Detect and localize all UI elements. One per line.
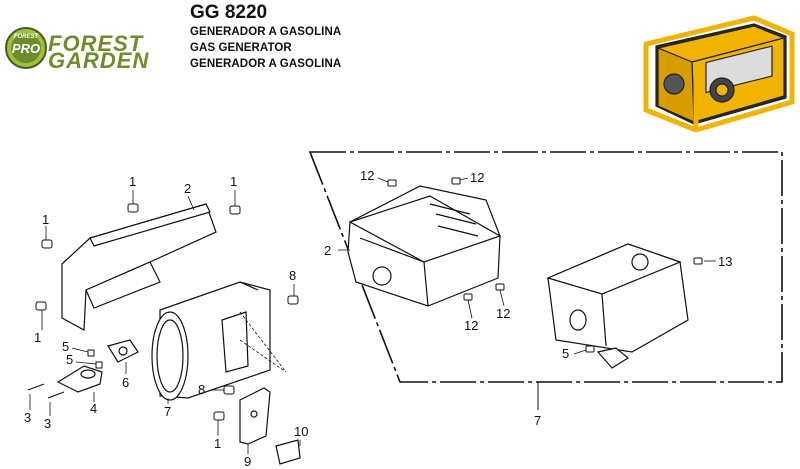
callout-3b: 3 xyxy=(44,416,51,431)
callout-2b: 2 xyxy=(324,243,331,258)
title-line-1: GENERADOR A GASOLINA xyxy=(190,26,342,38)
callout-1b: 1 xyxy=(230,174,237,189)
callout-7b: 7 xyxy=(534,413,541,428)
callout-1c: 1 xyxy=(42,212,49,227)
callout-12a: 12 xyxy=(360,168,374,183)
generator-illustration-icon xyxy=(643,15,795,132)
exhaust-elbow-part xyxy=(56,365,103,393)
callout-12b: 12 xyxy=(470,170,484,185)
title-line-3: GENERADOR A GASOLINA xyxy=(190,58,342,70)
callout-12d: 12 xyxy=(496,306,510,321)
callout-4: 4 xyxy=(90,401,97,416)
model-number: GG 8220 xyxy=(190,2,268,23)
callout-2a: 2 xyxy=(184,181,191,196)
small-bracket-part xyxy=(275,439,301,465)
badge-text: PRO xyxy=(12,41,40,56)
badge-small-text: FOREST xyxy=(14,34,40,40)
pro-badge-icon: FOREST PRO xyxy=(5,27,47,69)
callout-1d: 1 xyxy=(34,330,41,345)
brand-word-garden: GARDEN xyxy=(48,48,150,73)
screw-parts xyxy=(387,177,703,353)
callout-1a: 1 xyxy=(129,174,136,189)
callout-6: 6 xyxy=(122,375,129,390)
callout-5c: 5 xyxy=(562,346,569,361)
callout-9: 9 xyxy=(244,454,251,469)
callout-5a: 5 xyxy=(62,339,69,354)
callout-3a: 3 xyxy=(24,410,31,425)
callout-8b: 8 xyxy=(198,382,205,397)
top-cover-part xyxy=(347,185,502,307)
muffler-bracket-part xyxy=(239,387,271,445)
bolt-parts xyxy=(27,203,299,421)
muffler-right-part xyxy=(546,243,689,369)
assembly-7-frame xyxy=(308,151,783,383)
heat-shield-part xyxy=(61,203,217,331)
callout-12c: 12 xyxy=(464,318,478,333)
callout-1e: 1 xyxy=(214,436,221,451)
callout-5b: 5 xyxy=(66,352,73,367)
callout-10: 10 xyxy=(294,424,308,439)
callout-8a: 8 xyxy=(289,268,296,283)
flange-gasket-part xyxy=(107,339,139,363)
muffler-left-part xyxy=(151,281,271,401)
brand-word-forest: FOREST xyxy=(48,31,144,56)
callout-7a: 7 xyxy=(164,404,171,419)
title-line-2: GAS GENERATOR xyxy=(190,42,292,54)
callout-13: 13 xyxy=(718,254,732,269)
